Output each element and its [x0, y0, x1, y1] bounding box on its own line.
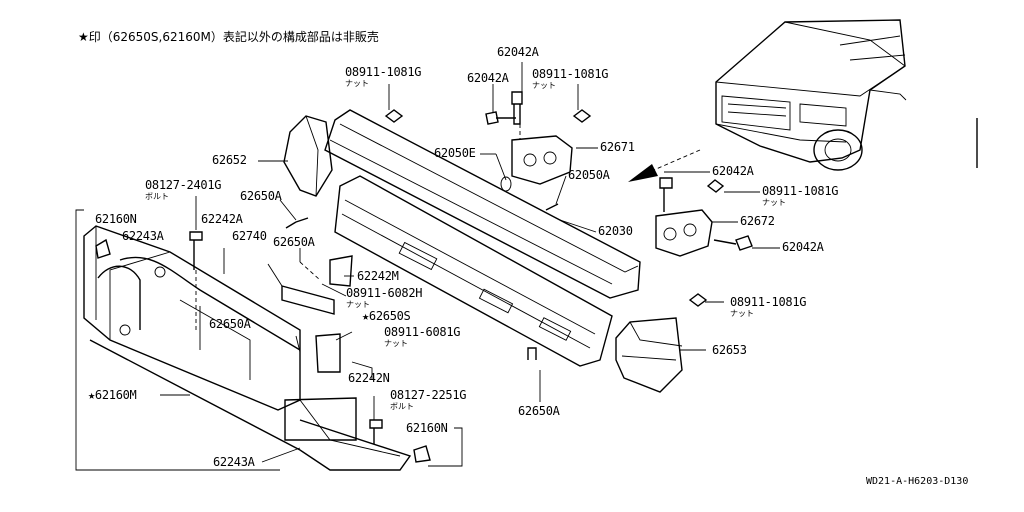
label-62740: 62740 — [232, 229, 267, 243]
label-62030: 62030 — [598, 224, 633, 238]
label-08911-1081G-c: 08911-1081G — [762, 184, 839, 198]
label-62650A-b: 62650A — [273, 235, 315, 249]
nut-08911-d — [688, 293, 708, 307]
label-62671: 62671 — [600, 140, 635, 154]
label-62650S: ★62650S — [362, 309, 411, 323]
label-08911-6082H: 08911-6082H — [346, 286, 423, 300]
end-cap-62652 — [283, 115, 333, 197]
label-62243A-a: 62243A — [122, 229, 164, 243]
label-62050E: 62050E — [434, 146, 476, 160]
bumper-bar-62030 — [324, 109, 641, 299]
label-62242A: 62242A — [201, 212, 243, 226]
bracket-62242M — [329, 255, 353, 287]
label-62160M: ★62160M — [88, 388, 137, 402]
label-62160N-a: 62160N — [95, 212, 137, 226]
nut-08911-b — [572, 109, 592, 123]
header-note: ★印（62650S,62160M）表記以外の構成部品は非販売 — [78, 30, 379, 44]
label-62160N-b: 62160N — [406, 421, 448, 435]
label-62650A-a: 62650A — [240, 189, 282, 203]
bolt-08127-a — [189, 231, 203, 270]
label-62650A-c: 62650A — [209, 317, 251, 331]
bolt-08127-b — [369, 419, 383, 444]
small-parts — [95, 91, 753, 463]
bolt-62042A-r2 — [713, 235, 753, 251]
nut-62160N-b — [413, 445, 431, 463]
bolt-62042A-r — [659, 177, 673, 212]
reference-code: WD21-A-H6203-D130 — [866, 476, 969, 487]
label-08911-6081G: 08911-6081G — [384, 325, 461, 339]
nut-62160N-a — [95, 238, 111, 259]
label-08127-2251G-sub: ボルト — [390, 402, 414, 411]
label-08127-2251G: 08127-2251G — [390, 388, 467, 402]
truck-illustration — [715, 19, 978, 171]
label-08911-1081G-b: 08911-1081G — [532, 67, 609, 81]
plate-lower — [284, 397, 357, 441]
label-08911-1081G-d: 08911-1081G — [730, 295, 807, 309]
label-62653: 62653 — [712, 343, 747, 357]
plate-62242A — [281, 285, 335, 315]
guard-bar-62160M — [83, 225, 412, 471]
bolt-62650A-a — [285, 217, 309, 229]
bolt-62650A-d — [527, 347, 537, 360]
label-62652: 62652 — [212, 153, 247, 167]
reinforcement-62650S — [334, 175, 613, 367]
direction-arrow — [628, 149, 701, 182]
label-08911-1081G-b-sub: ナット — [532, 81, 556, 90]
bolt-62050A — [545, 203, 559, 211]
label-62042A-b: 62042A — [467, 71, 509, 85]
end-cap-62653 — [615, 317, 683, 393]
label-62650A-d: 62650A — [518, 404, 560, 418]
nut-08911-a — [384, 109, 404, 123]
bolt-62042A-b — [485, 111, 516, 125]
label-08911-1081G-a: 08911-1081G — [345, 65, 422, 79]
label-08911-1081G-c-sub: ナット — [762, 198, 786, 207]
nut-08911-c — [706, 179, 725, 193]
leader-lines — [75, 62, 780, 471]
bracket-62672 — [655, 209, 713, 257]
label-08911-1081G-d-sub: ナット — [730, 309, 754, 318]
label-62672: 62672 — [740, 214, 775, 228]
label-62042A-r2: 62042A — [782, 240, 824, 254]
label-08911-6082H-sub: ナット — [346, 300, 370, 309]
label-08911-6081G-sub: ナット — [384, 339, 408, 348]
bracket-62242N — [315, 333, 341, 373]
bolt-62042A-top — [511, 91, 523, 125]
label-62042A-r: 62042A — [712, 164, 754, 178]
label-62242M: 62242M — [357, 269, 399, 283]
label-08911-1081G-a-sub: ナット — [345, 79, 369, 88]
label-62042A-top: 62042A — [497, 45, 539, 59]
label-62050A: 62050A — [568, 168, 610, 182]
label-62243A-b: 62243A — [213, 455, 255, 469]
label-62242N: 62242N — [348, 371, 390, 385]
label-08127-2401G: 08127-2401G — [145, 178, 222, 192]
bracket-62671 — [500, 135, 573, 192]
label-08127-2401G-sub: ボルト — [145, 192, 169, 201]
